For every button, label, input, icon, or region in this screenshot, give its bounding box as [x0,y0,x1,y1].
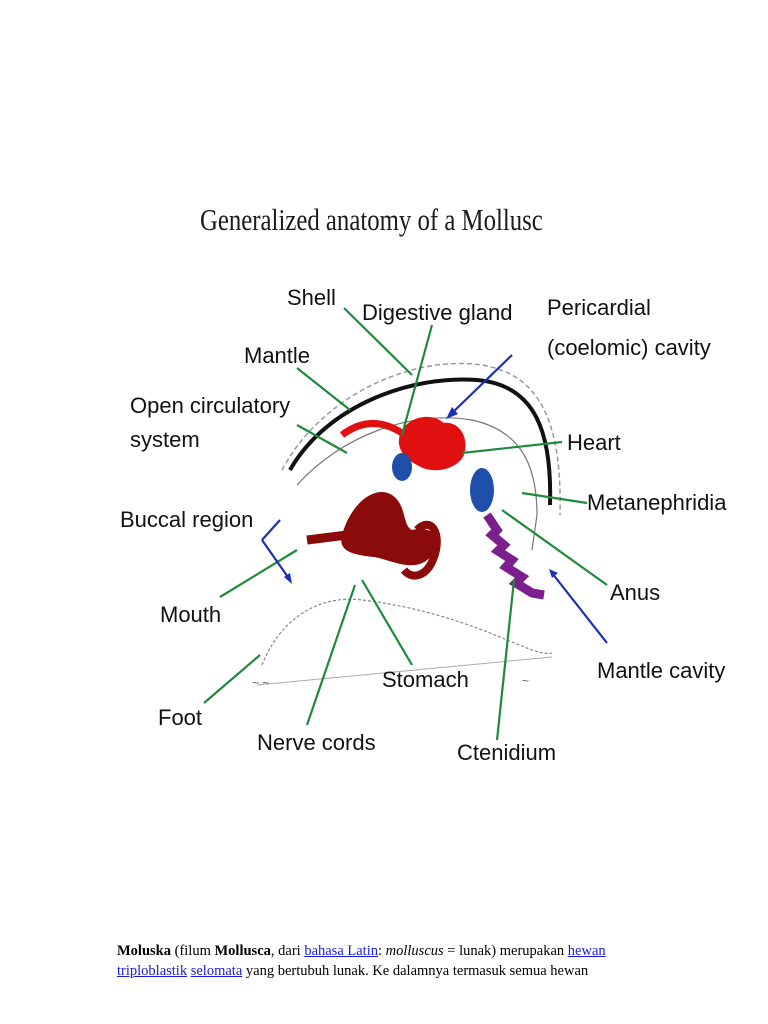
nerve-cords-leader [305,584,357,726]
label-pericardial-1: Pericardial [547,295,651,320]
intro-paragraph: Moluska (filum Mollusca, dari bahasa Lat… [117,941,677,981]
label-mantle-cavity: Mantle cavity [597,658,725,683]
term-moluska: Moluska [117,942,171,959]
heart-leader [461,440,563,455]
foot-leader [203,654,261,704]
stomach-shape [341,491,436,566]
metanephridia-organ [470,468,494,512]
ctenidium-shape [483,512,545,600]
buccal-tube [306,530,348,545]
label-shell: Shell [287,285,336,310]
text-4: = lunak) merupakan [443,942,568,959]
foot-scribble: ~ ~ [252,676,269,690]
link-bahasa-latin[interactable]: bahasa Latin [304,942,378,959]
foot-base [256,656,553,686]
latin-word: molluscus [385,942,444,959]
digestive-gland-leader [400,324,434,436]
text-1: (filum [171,942,215,959]
mantle-cavity-arrowhead [549,569,558,578]
aorta [339,420,404,438]
diagram-title: Generalized anatomy of a Mollusc [200,203,543,237]
mouth-leader [219,549,298,598]
label-digestive-gland: Digestive gland [362,300,512,325]
pericardial-arrowhead [446,407,458,419]
ctenidium-leader [495,579,516,741]
blue-organ [392,453,412,481]
mollusc-anatomy-figure: Generalized anatomy of a Mollusc ~ ~ ~ [112,185,732,775]
text-3: : [378,942,386,959]
label-mantle: Mantle [244,343,310,368]
label-open-circ-1: Open circulatory [130,393,290,418]
label-stomach: Stomach [382,667,469,692]
intestine-shape [400,520,441,580]
link-hewan[interactable]: hewan [567,942,606,959]
text-7: yang bertubuh lunak. Ke dalamnya termasu… [242,962,589,979]
label-open-circ-2: system [130,427,200,452]
label-mouth: Mouth [160,602,221,627]
text-2: , dari [270,942,305,959]
buccal-arrow-b [261,539,291,581]
label-foot: Foot [158,705,202,730]
open-circ-leader [296,424,348,454]
anatomy-diagram: Generalized anatomy of a Mollusc ~ ~ ~ [120,203,727,765]
foot-outline [261,598,553,666]
metanephridia-leader [521,491,588,505]
mantle-leader [296,367,351,411]
label-anus: Anus [610,580,660,605]
anus-leader [501,509,608,586]
label-buccal: Buccal region [120,507,253,532]
shell-outline [281,362,561,516]
term-mollusca: Mollusca [214,942,271,959]
mantle-cavity-arrow [551,572,608,644]
buccal-arrowhead [284,573,292,584]
heart-shape [398,416,466,471]
link-selomata[interactable]: selomata [190,962,243,979]
body-outline [296,417,538,551]
label-metanephridia: Metanephridia [587,490,727,515]
pericardial-arrow [449,354,513,416]
shell-leader [343,307,413,376]
label-nerve-cords: Nerve cords [257,730,376,755]
label-pericardial-2: (coelomic) cavity [547,335,711,360]
cavity-scribble: ~ [522,674,529,688]
label-ctenidium: Ctenidium [457,740,556,765]
stomach-leader [361,579,413,666]
link-triploblastik[interactable]: triploblastik [117,962,188,979]
buccal-arrow-a [261,519,281,541]
label-heart: Heart [567,430,621,455]
mantle-arc [288,377,553,506]
